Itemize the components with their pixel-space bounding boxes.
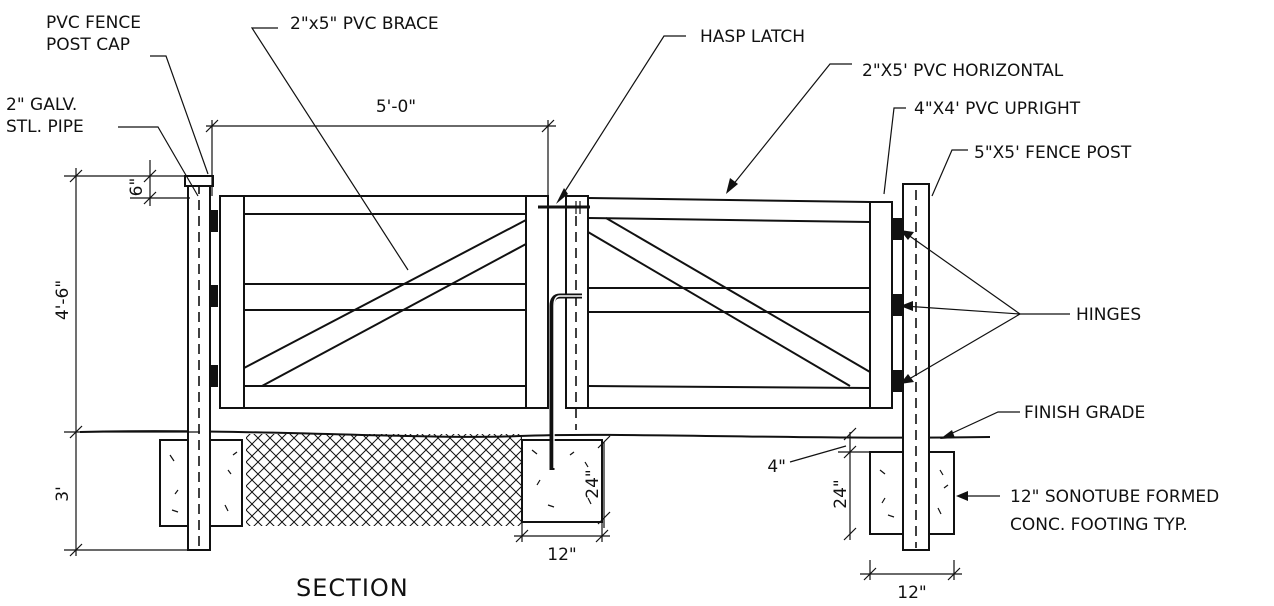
footing-label-1: 12" SONOTUBE FORMED <box>1010 487 1219 507</box>
leaders <box>118 27 1070 501</box>
gate-width-text: 5'-0" <box>376 97 416 117</box>
hasp-label: HASP LATCH <box>700 27 805 47</box>
dim-post-footing: 4" 24" 12" <box>767 427 962 603</box>
finish-grade-line <box>79 430 991 439</box>
post-footing-width-text: 12" <box>897 583 926 603</box>
footing-label-2: CONC. FOOTING TYP. <box>1010 515 1188 535</box>
below-grade-text: 3' <box>53 486 73 502</box>
dim-gate-width: 5'-0" <box>205 97 556 196</box>
hasp-latch <box>538 201 590 430</box>
left-post <box>184 175 218 551</box>
galv-pipe-label-2: STL. PIPE <box>6 117 84 137</box>
post-cap <box>184 175 214 187</box>
fence-post-label: 5"X5' FENCE POST <box>974 143 1132 163</box>
latch-footing-depth-text: 24" <box>583 469 603 498</box>
latch-footing-width-text: 12" <box>547 545 576 565</box>
upright-label: 4"X4' PVC UPRIGHT <box>914 99 1081 119</box>
finish-grade-label: FINISH GRADE <box>1024 403 1145 423</box>
earth-hatch <box>246 434 522 526</box>
left-gate-leaf <box>219 195 549 409</box>
latch-footing <box>521 439 603 523</box>
post-footing-depth-text: 24" <box>831 479 851 508</box>
hinges-label: HINGES <box>1076 305 1141 325</box>
above-grade-text: 4'-6" <box>53 280 73 320</box>
annotations: PVC FENCE POST CAP 2" GALV. STL. PIPE 2"… <box>6 13 1219 602</box>
post-cap-label-1: PVC FENCE <box>46 13 141 33</box>
drop-rod <box>549 293 582 470</box>
right-gate-leaf <box>565 195 893 409</box>
post-cap-label-2: POST CAP <box>46 35 130 55</box>
horizontal-label: 2"X5' PVC HORIZONTAL <box>862 61 1064 81</box>
post-offset-text: 4" <box>767 457 786 477</box>
dim-vertical-left: 4'-6" 3' 6" <box>53 160 200 557</box>
dim-latch-footing: 24" 12" <box>514 435 611 565</box>
section-title: SECTION <box>296 574 409 602</box>
galv-pipe-label-1: 2" GALV. <box>6 95 77 115</box>
brace-label: 2"x5" PVC BRACE <box>290 14 439 34</box>
top-offset-text: 6" <box>127 178 147 197</box>
